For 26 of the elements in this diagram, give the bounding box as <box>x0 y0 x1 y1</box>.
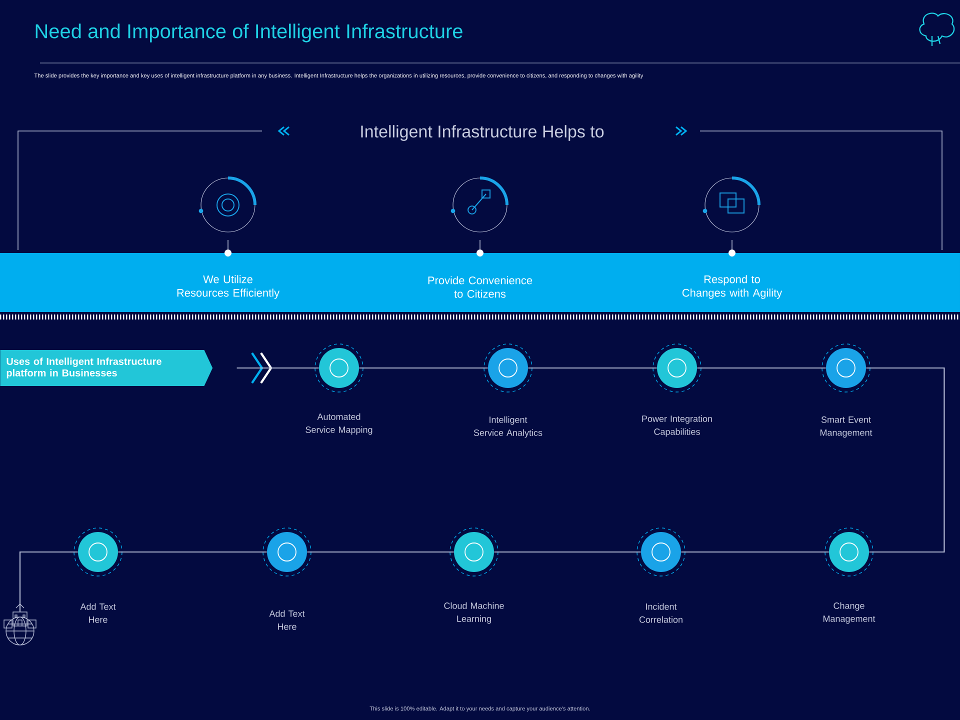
banner: Uses of Intelligent Infrastructure platform in Businesses <box>0 350 213 386</box>
step-caption: Power Integration Capabilities <box>642 415 712 437</box>
slide-title: Need and Importance of Intelligent Infrastructure <box>36 24 462 42</box>
band-text: Respond to Changes with Agility <box>682 275 782 299</box>
step-caption: Smart Event Management <box>820 416 872 438</box>
section-heading: Intelligent Infrastructure Helps to <box>361 125 604 141</box>
connector-line <box>307 551 454 553</box>
connector-line <box>19 551 78 612</box>
step-caption: Add Text Here <box>269 610 305 630</box>
step-caption: Add Text Here <box>80 603 116 623</box>
step-caption: Change Management <box>823 602 876 624</box>
connector-line <box>681 551 829 553</box>
globe-building-icon <box>4 604 36 646</box>
band-text: We Utilize Resources Efficiently <box>177 275 280 299</box>
step-caption: Intelligent Service Analytics <box>474 416 542 438</box>
connector-line <box>494 551 641 553</box>
connector-line <box>866 367 945 553</box>
step-caption: Cloud Machine Learning <box>444 602 504 624</box>
step-caption: Automated Service Mapping <box>306 413 372 435</box>
step-caption: Incident Correlation <box>639 603 682 623</box>
connector-line <box>359 367 488 369</box>
connector-line <box>236 367 319 369</box>
connector-line <box>528 367 657 369</box>
connector-line <box>118 551 267 553</box>
band-text: Provide Convenience to Citizens <box>428 276 532 298</box>
connector-line <box>697 367 826 369</box>
